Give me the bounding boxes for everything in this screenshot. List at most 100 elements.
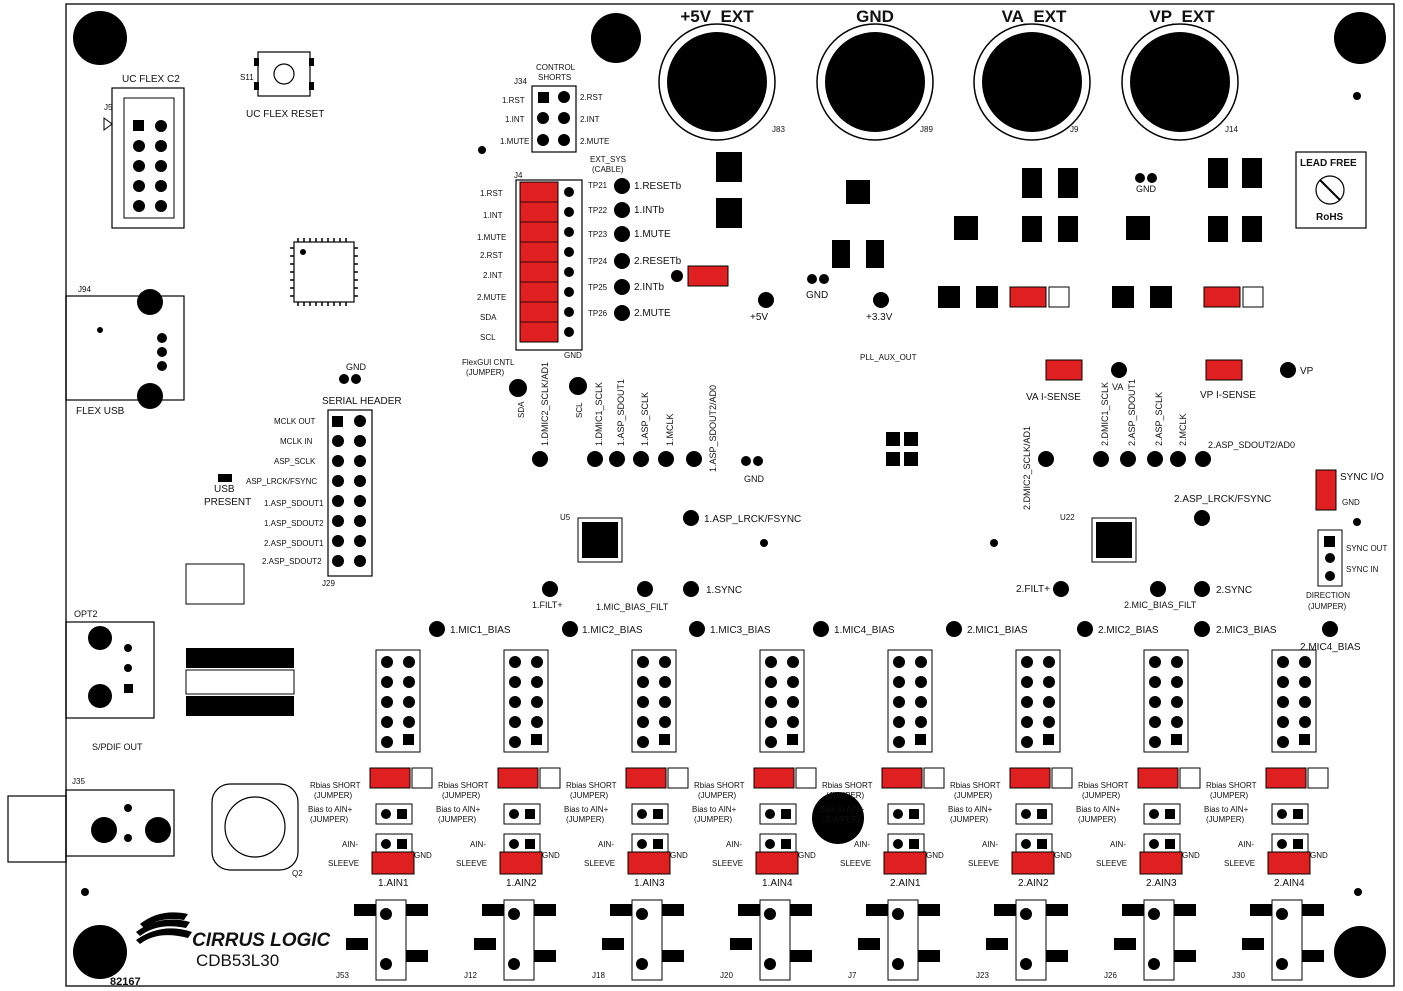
flexgui-2: (JUMPER) bbox=[466, 368, 505, 377]
jack-ref: J26 bbox=[1104, 971, 1117, 980]
post-va[interactable]: VA_EXT J9 bbox=[973, 7, 1091, 141]
header-pin bbox=[509, 676, 521, 688]
bias-to-ain-header[interactable] bbox=[1015, 803, 1053, 825]
header-pin bbox=[403, 656, 415, 668]
header-pin-1 bbox=[1165, 839, 1175, 849]
rotary-encoder[interactable]: Q2 bbox=[211, 783, 303, 878]
channel-header[interactable] bbox=[375, 649, 421, 753]
bias-to-ain-header[interactable] bbox=[631, 803, 669, 825]
ext-sys-title-2: (CABLE) bbox=[592, 165, 624, 174]
post-5v[interactable]: +5V_EXT J83 bbox=[658, 7, 785, 141]
channel-header[interactable] bbox=[1143, 649, 1189, 753]
rbias-jumper[interactable] bbox=[881, 767, 923, 789]
sleeve-jumper[interactable] bbox=[755, 851, 799, 875]
rbias-jumper[interactable] bbox=[1137, 767, 1179, 789]
rbias-jumper[interactable] bbox=[497, 767, 539, 789]
header-pin bbox=[915, 716, 927, 728]
uc-flex-c2-connector[interactable]: UC FLEX C2 J5 bbox=[103, 74, 185, 229]
channel-header[interactable] bbox=[759, 649, 805, 753]
channel-name: 1.AIN3 bbox=[634, 878, 665, 889]
channel-name: 1.AIN4 bbox=[762, 878, 793, 889]
audio-jack[interactable] bbox=[858, 899, 940, 981]
ext-sys-testpoints[interactable]: TP21 TP22 TP23 TP24 TP25 TP26 1.RESETb 1… bbox=[588, 178, 682, 321]
sleeve-jumper[interactable] bbox=[371, 851, 415, 875]
ext-tp-4: TP25 bbox=[588, 283, 608, 292]
sleeve-jumper[interactable] bbox=[1267, 851, 1311, 875]
opt2-connector[interactable]: OPT2 bbox=[65, 609, 155, 719]
header-pin bbox=[1149, 696, 1161, 708]
mic-bias-testpoints[interactable]: 1.MIC1_BIAS 1.MIC2_BIAS 1.MIC3_BIAS 1.MI… bbox=[429, 621, 1361, 653]
flex-usb-connector[interactable]: J94 FLEX USB bbox=[65, 285, 185, 417]
ext-tp-label-1: 1.INTb bbox=[634, 205, 664, 216]
bias-to-ain-header[interactable] bbox=[375, 803, 413, 825]
audio-jack[interactable] bbox=[986, 899, 1068, 981]
rbias-jumper[interactable] bbox=[753, 767, 795, 789]
audio-jack[interactable] bbox=[1242, 899, 1324, 981]
asp-testpoints-left[interactable]: 1.DMIC2_SCLK/AD1 1.DMIC1_SCLK 1.ASP_SDOU… bbox=[532, 362, 718, 472]
rbias-label-2: (JUMPER) bbox=[1210, 791, 1249, 800]
audio-jack[interactable] bbox=[602, 899, 684, 981]
uc-flex-reset-button[interactable]: S11 UC FLEX RESET bbox=[240, 51, 324, 120]
audio-jack[interactable] bbox=[730, 899, 812, 981]
rbias-jumper[interactable] bbox=[625, 767, 667, 789]
header-pin-1 bbox=[397, 839, 407, 849]
sleeve-label: SLEEVE bbox=[1096, 859, 1127, 868]
pll-aux: PLL_AUX_OUT bbox=[860, 353, 917, 362]
sleeve-jumper[interactable] bbox=[1011, 851, 1055, 875]
rbias-jumper[interactable] bbox=[1265, 767, 1307, 789]
ain-minus-label: AIN- bbox=[982, 840, 998, 849]
header-pin bbox=[659, 656, 671, 668]
bias-to-ain-header[interactable] bbox=[1143, 803, 1181, 825]
control-shorts-header[interactable]: CONTROL SHORTS J34 1.RST 1.INT 1.MUTE 2.… bbox=[500, 63, 609, 153]
bias-to-label-2: (JUMPER) bbox=[950, 815, 989, 824]
sleeve-jumper[interactable] bbox=[883, 851, 927, 875]
rbias-jumper-pin bbox=[667, 767, 689, 789]
bias-to-label-2: (JUMPER) bbox=[566, 815, 605, 824]
bias-to-label: Bias to AIN+ bbox=[308, 805, 353, 814]
bias-to-ain-header[interactable] bbox=[887, 803, 925, 825]
bias-to-ain-header[interactable] bbox=[759, 803, 797, 825]
ext-left-2: 1.MUTE bbox=[477, 233, 506, 242]
bias-to-ain-header[interactable] bbox=[1271, 803, 1309, 825]
header-pin bbox=[1277, 656, 1289, 668]
channel-header[interactable] bbox=[631, 649, 677, 753]
header-pin-1 bbox=[525, 839, 535, 849]
ain-minus-label: AIN- bbox=[1110, 840, 1126, 849]
post-gnd[interactable]: GND J89 bbox=[816, 7, 934, 141]
sleeve-jumper[interactable] bbox=[499, 851, 543, 875]
header-pin bbox=[893, 656, 905, 668]
rbias-jumper[interactable] bbox=[1009, 767, 1051, 789]
rbias-label: Rbias SHORT bbox=[694, 781, 745, 790]
spdif-connector[interactable]: S/PDIF OUT J35 bbox=[7, 742, 175, 863]
bias-to-ain-header[interactable] bbox=[503, 803, 541, 825]
channel-header[interactable] bbox=[1015, 649, 1061, 753]
asp-testpoints-right[interactable]: 2.DMIC2_SCLK/AD1 2.DMIC1_SCLK 2.ASP_SDOU… bbox=[1022, 379, 1295, 510]
rbias-jumper[interactable] bbox=[369, 767, 411, 789]
asp-right-1: 2.DMIC1_SCLK bbox=[1100, 382, 1110, 446]
post-vp[interactable]: VP_EXT J14 bbox=[1121, 7, 1239, 141]
channel-header[interactable] bbox=[887, 649, 933, 753]
serial-header[interactable]: SERIAL HEADER J29 MCLK OUT MCLK IN ASP_S… bbox=[246, 396, 402, 588]
sleeve-jumper[interactable] bbox=[627, 851, 671, 875]
ext-sys-header[interactable]: EXT_SYS (CABLE) J4 1.RST 1.INT 1.MUTE 2.… bbox=[462, 155, 626, 377]
sense-jumpers[interactable]: VA I-SENSE VP I-SENSE SYNC I/O GND PLL_A… bbox=[671, 265, 1384, 511]
channel-2: Rbias SHORT(JUMPER)Bias to AIN+(JUMPER)A… bbox=[436, 649, 561, 981]
codec-chip-u5: U5 bbox=[560, 513, 623, 563]
sleeve-jumper[interactable] bbox=[1139, 851, 1183, 875]
serial-ref: J29 bbox=[322, 579, 335, 588]
channel-header[interactable] bbox=[503, 649, 549, 753]
header-pin-1 bbox=[653, 839, 663, 849]
cs-right-1: 2.INT bbox=[580, 115, 600, 124]
test-points[interactable]: +5V GND +3.3V GND VA VP GND GND 1.ASP_LR… bbox=[339, 173, 1314, 612]
audio-jack[interactable] bbox=[474, 899, 556, 981]
header-pin bbox=[1149, 716, 1161, 728]
post-5v-ref: J83 bbox=[772, 125, 785, 134]
sync-gnd: GND bbox=[1342, 498, 1360, 507]
audio-jack[interactable] bbox=[1114, 899, 1196, 981]
channel-header[interactable] bbox=[1271, 649, 1317, 753]
sync-direction-header[interactable]: SYNC OUT SYNC IN DIRECTION (JUMPER) bbox=[1306, 529, 1387, 611]
header-pin bbox=[509, 656, 521, 668]
audio-jack[interactable] bbox=[346, 899, 428, 981]
ain-minus-label: AIN- bbox=[470, 840, 486, 849]
cs-right-2: 2.MUTE bbox=[580, 137, 609, 146]
